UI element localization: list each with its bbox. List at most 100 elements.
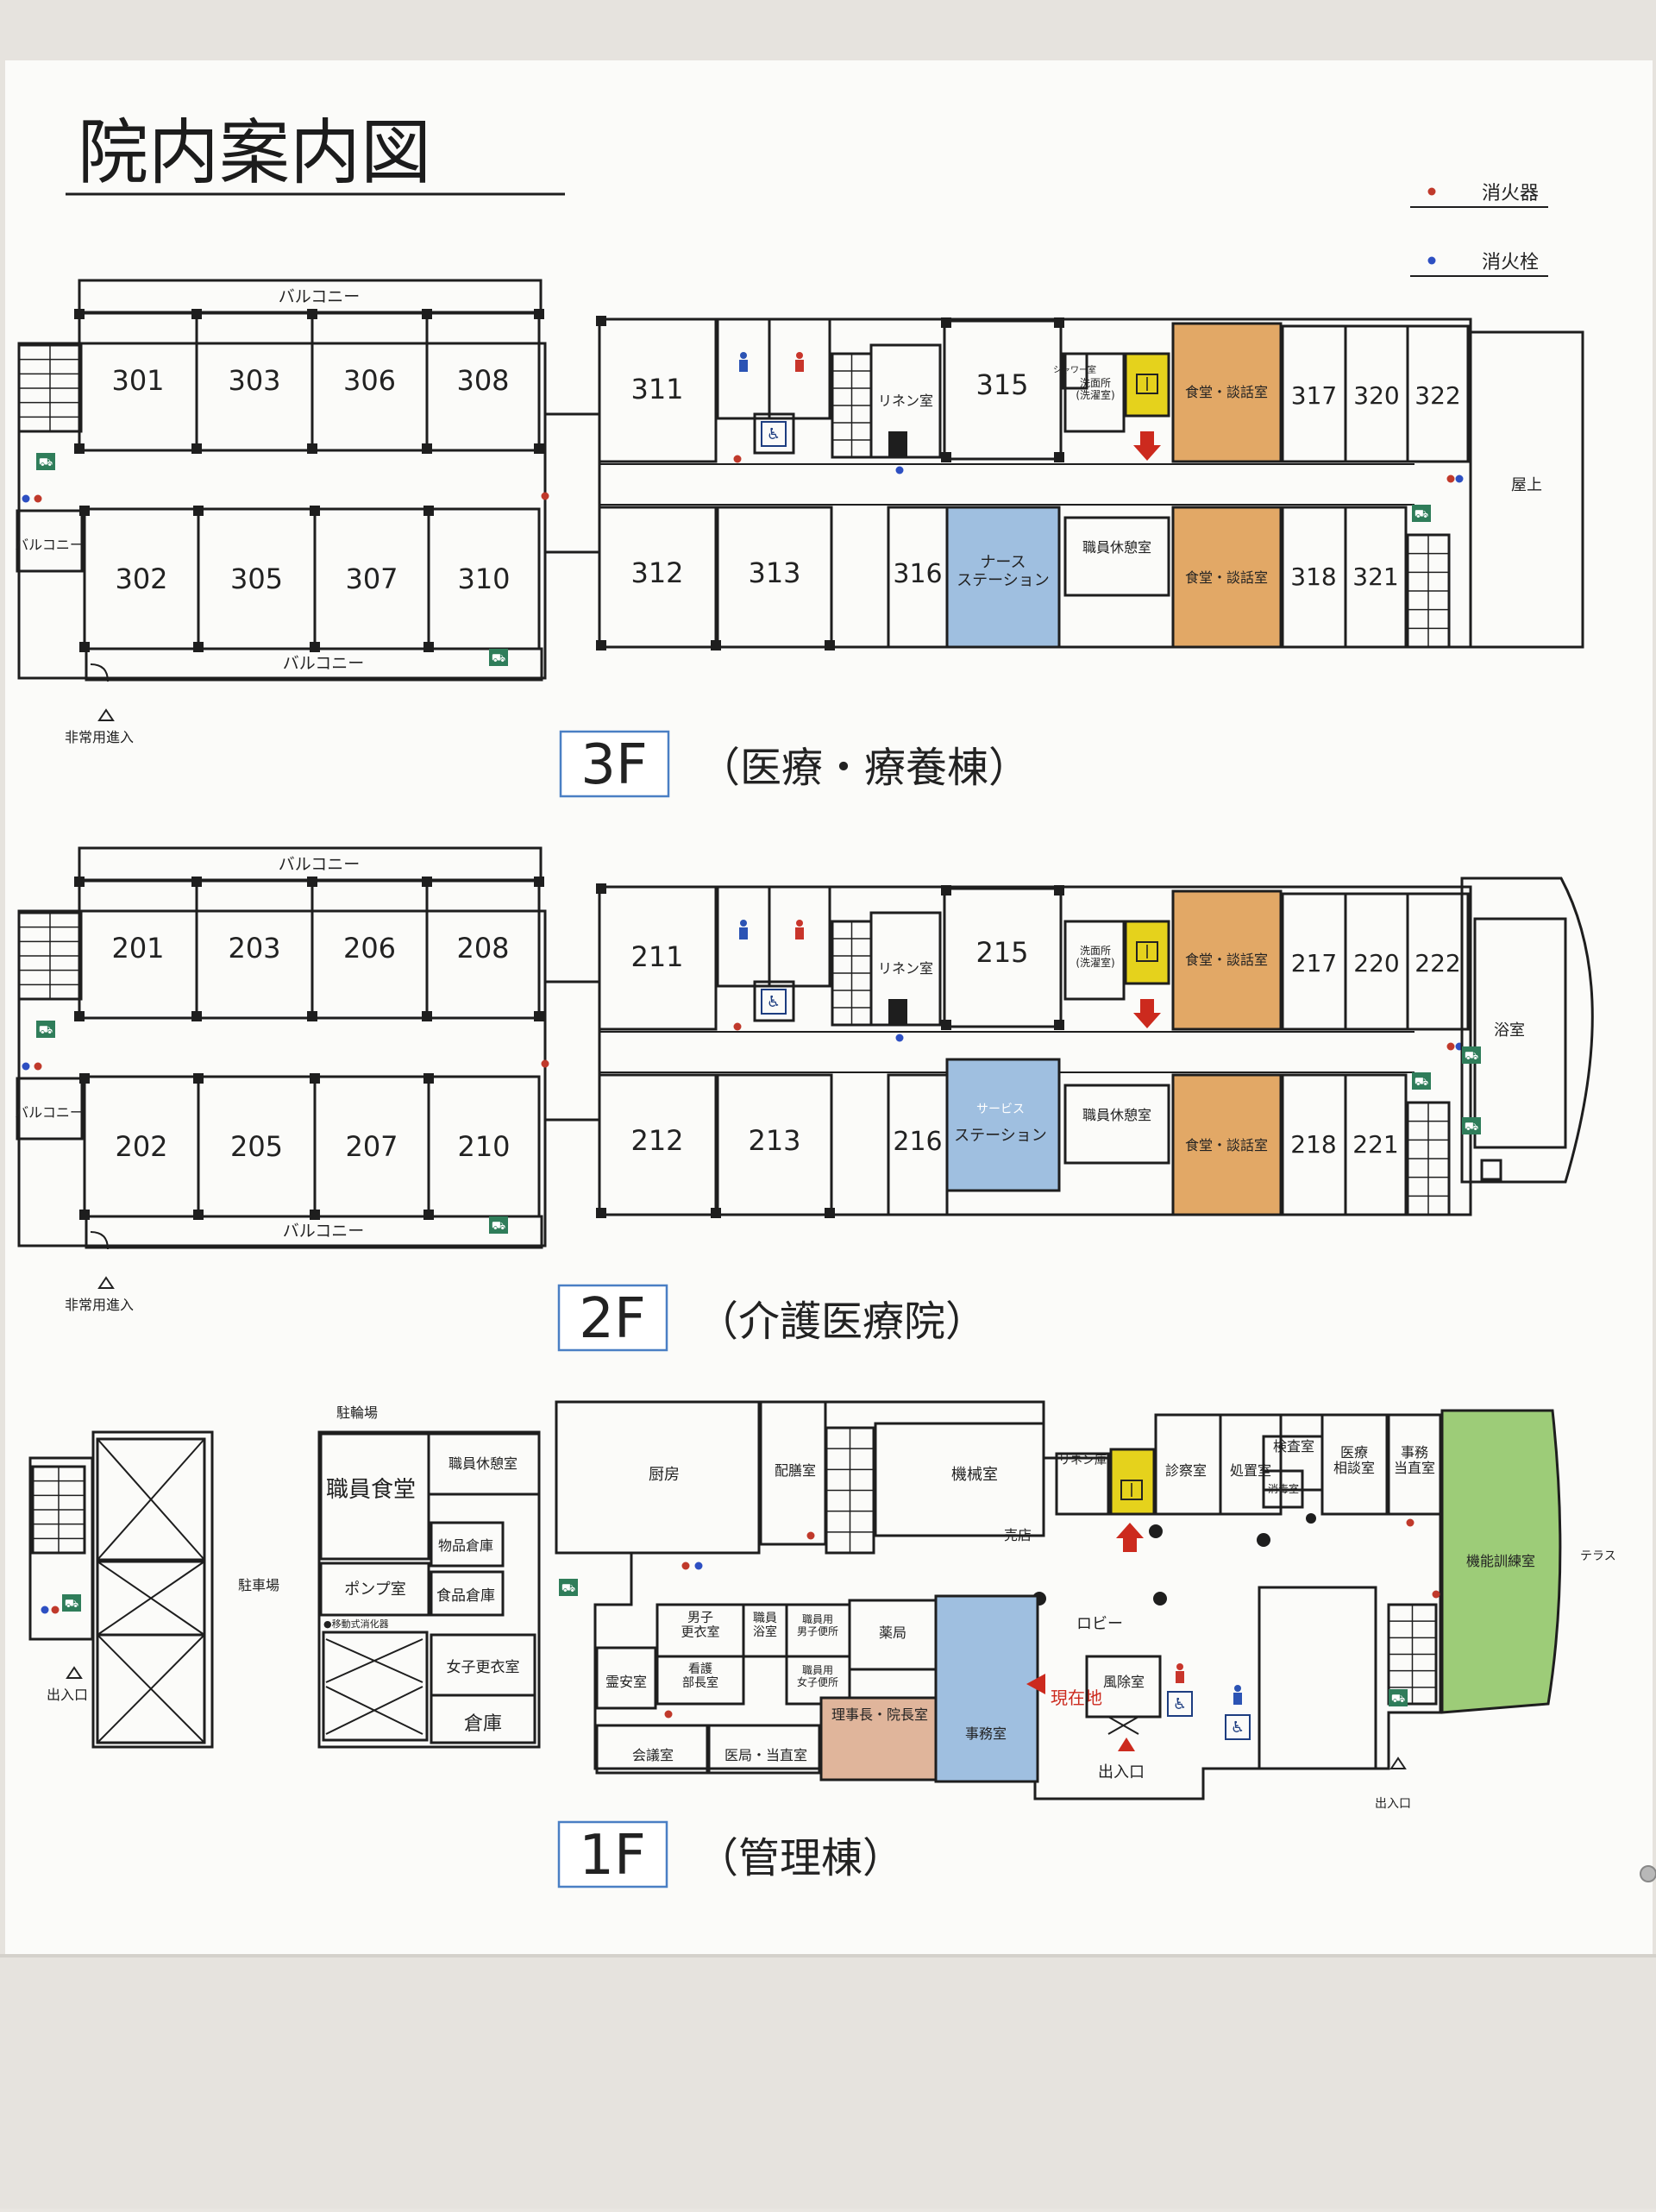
patient-room [716, 1073, 833, 1216]
exit-runner-glyph: ⛟ [1391, 1693, 1405, 1706]
restroom-person-body [795, 927, 804, 939]
extinguisher-marker [664, 1710, 673, 1719]
bath-wing-outline [1460, 877, 1594, 1184]
elevator-icon [1136, 374, 1158, 394]
room-number: 307 [345, 562, 398, 595]
bay-diagonal [325, 1638, 423, 1683]
floor-name-label: （介護医療院） [697, 1298, 987, 1346]
exit-sign-icon [1462, 1046, 1481, 1064]
emergency-entry-label: 非常用進入 [65, 729, 134, 745]
entry-triangle-icon [1389, 1756, 1407, 1769]
staff-bath-label: 職員浴室 [753, 1612, 777, 1639]
patient-room [427, 1075, 541, 1218]
restroom-person-head [740, 352, 747, 359]
treatment-room-label: 処置室 [1230, 1462, 1271, 1479]
storage-goods-label: 物品倉庫 [438, 1537, 493, 1554]
exit-sign-icon [1412, 1072, 1431, 1090]
pillar [422, 443, 432, 454]
extinguisher-marker [1406, 1518, 1414, 1527]
exit-sign-icon [489, 649, 508, 666]
floor-level-label: 3F [580, 733, 648, 797]
hydrant-marker [694, 1562, 703, 1570]
floor-caption-box [557, 1820, 668, 1888]
mortuary-label: 霊安室 [605, 1674, 647, 1690]
accessible-restroom [753, 980, 795, 1022]
pillar [596, 1208, 606, 1218]
extinguisher-marker [806, 1531, 815, 1540]
dining-room-top [1171, 322, 1283, 463]
accessible-icon: ♿ [767, 993, 781, 1011]
entrance-arrow-icon [1118, 1738, 1135, 1751]
kitchen-label: 厨房 [649, 1466, 680, 1484]
column [1149, 1524, 1163, 1538]
room-number: 321 [1352, 562, 1398, 591]
exit-sign-icon [559, 1579, 578, 1596]
floor-level-label: 1F [579, 1824, 646, 1888]
pillar [1054, 452, 1064, 462]
linen-storage [1055, 1452, 1110, 1516]
pump-room-label: ポンプ室 [344, 1580, 405, 1599]
laundry-room [1063, 920, 1126, 1001]
extinguisher-marker [541, 1059, 549, 1068]
staff-female-wc [785, 1655, 851, 1706]
pillar [423, 1073, 434, 1084]
food-storage-label: 食品倉庫 [436, 1587, 495, 1605]
patient-room [427, 507, 541, 650]
pillar [711, 640, 721, 650]
down-arrow-icon [1133, 431, 1161, 461]
room-number: 312 [630, 556, 683, 589]
pump-room [319, 1562, 430, 1617]
room-number: 316 [893, 559, 942, 589]
room-number: 215 [975, 936, 1028, 969]
pillar [534, 1011, 544, 1021]
balcony-side [16, 1077, 84, 1141]
entrance-label: 出入口 [1098, 1763, 1145, 1782]
floor-caption-box [559, 730, 670, 798]
staff-male-wc-label: 職員用男子便所 [797, 1613, 838, 1637]
dining-label: 食堂・談話室 [1185, 384, 1268, 400]
bath-room [1473, 917, 1567, 1149]
food-storage [430, 1570, 505, 1617]
balcony-side-label: バルコニー [15, 537, 84, 553]
room-number: 210 [457, 1130, 510, 1163]
accessible-icon-frame [1167, 1691, 1193, 1717]
pillar [825, 640, 835, 650]
conference-label: 会議室 [632, 1747, 674, 1763]
windbreak-room [1085, 1655, 1162, 1719]
exit-sign-icon [1389, 1689, 1408, 1706]
bicycle-parking-label: 駐輪場 [336, 1404, 378, 1421]
patient-room [598, 506, 718, 649]
elevator-icon [1120, 1480, 1143, 1500]
room-number: 305 [230, 562, 283, 595]
hydrant-marker [895, 1034, 904, 1042]
kitchen [555, 1400, 761, 1555]
pillar [310, 1210, 320, 1220]
hydrant-marker [1427, 256, 1436, 265]
patient-room [1406, 892, 1470, 1031]
exit-runner-glyph: ⛟ [492, 652, 505, 665]
pillar [79, 1210, 90, 1220]
patient-room [598, 1073, 718, 1216]
entrance-label: 出入口 [1375, 1797, 1411, 1811]
medical-director-room [707, 1724, 821, 1775]
dining-label: 食堂・談話室 [1185, 1137, 1268, 1153]
exit-runner-glyph: ⛟ [492, 1220, 505, 1233]
pillar [423, 642, 434, 652]
patient-room [1344, 506, 1408, 649]
extinguisher-marker [1427, 187, 1436, 196]
pillar [307, 1011, 317, 1021]
dining-label: 食堂・談話室 [1185, 569, 1268, 586]
floor-name-label: （管理棟） [697, 1834, 904, 1882]
balcony-label: バルコニー [283, 654, 365, 673]
exit-runner-glyph: ⛟ [561, 1582, 575, 1595]
room-number: 311 [630, 373, 683, 405]
exit-sign-icon [1462, 1117, 1481, 1134]
room-number: 205 [230, 1130, 283, 1163]
conference-room [595, 1724, 709, 1775]
extinguisher-marker [1446, 1042, 1455, 1051]
linen-storage-label: リネン庫 [1058, 1453, 1107, 1467]
garage-bay [322, 1631, 429, 1742]
disinfect-room [1262, 1469, 1304, 1509]
extinguisher-marker [1432, 1590, 1440, 1599]
